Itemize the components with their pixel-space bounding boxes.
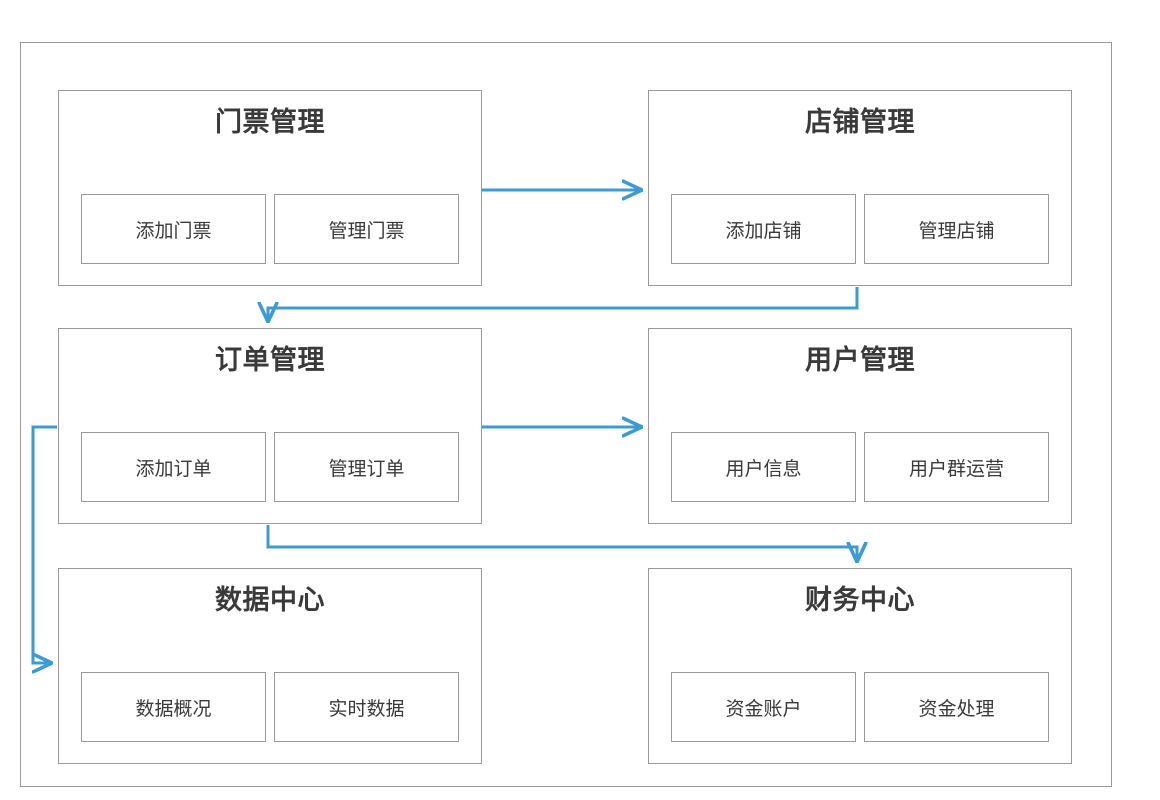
- action-button-add-order[interactable]: 添加订单: [81, 432, 266, 502]
- action-button-manage-order[interactable]: 管理订单: [274, 432, 459, 502]
- module-actions-finance: 资金账户 资金处理: [671, 672, 1049, 742]
- action-button-manage-ticket[interactable]: 管理门票: [274, 194, 459, 264]
- action-button-user-info[interactable]: 用户信息: [671, 432, 856, 502]
- module-title-ticket: 门票管理: [215, 107, 325, 137]
- module-card-shop[interactable]: 店铺管理 添加店铺 管理店铺: [648, 90, 1072, 286]
- action-button-add-ticket[interactable]: 添加门票: [81, 194, 266, 264]
- action-button-user-group-ops[interactable]: 用户群运营: [864, 432, 1049, 502]
- module-card-finance[interactable]: 财务中心 资金账户 资金处理: [648, 568, 1072, 764]
- module-actions-user: 用户信息 用户群运营: [671, 432, 1049, 502]
- module-actions-ticket: 添加门票 管理门票: [81, 194, 459, 264]
- action-button-manage-shop[interactable]: 管理店铺: [864, 194, 1049, 264]
- module-card-order[interactable]: 订单管理 添加订单 管理订单: [58, 328, 482, 524]
- action-button-realtime-data[interactable]: 实时数据: [274, 672, 459, 742]
- module-actions-data: 数据概况 实时数据: [81, 672, 459, 742]
- module-title-order: 订单管理: [215, 345, 325, 375]
- module-card-user[interactable]: 用户管理 用户信息 用户群运营: [648, 328, 1072, 524]
- module-title-data: 数据中心: [215, 585, 325, 615]
- action-button-data-overview[interactable]: 数据概况: [81, 672, 266, 742]
- module-title-finance: 财务中心: [805, 585, 915, 615]
- module-title-shop: 店铺管理: [805, 107, 915, 137]
- module-actions-order: 添加订单 管理订单: [81, 432, 459, 502]
- action-button-add-shop[interactable]: 添加店铺: [671, 194, 856, 264]
- action-button-fund-account[interactable]: 资金账户: [671, 672, 856, 742]
- module-actions-shop: 添加店铺 管理店铺: [671, 194, 1049, 264]
- module-card-data[interactable]: 数据中心 数据概况 实时数据: [58, 568, 482, 764]
- action-button-fund-processing[interactable]: 资金处理: [864, 672, 1049, 742]
- module-title-user: 用户管理: [805, 345, 915, 375]
- module-card-ticket[interactable]: 门票管理 添加门票 管理门票: [58, 90, 482, 286]
